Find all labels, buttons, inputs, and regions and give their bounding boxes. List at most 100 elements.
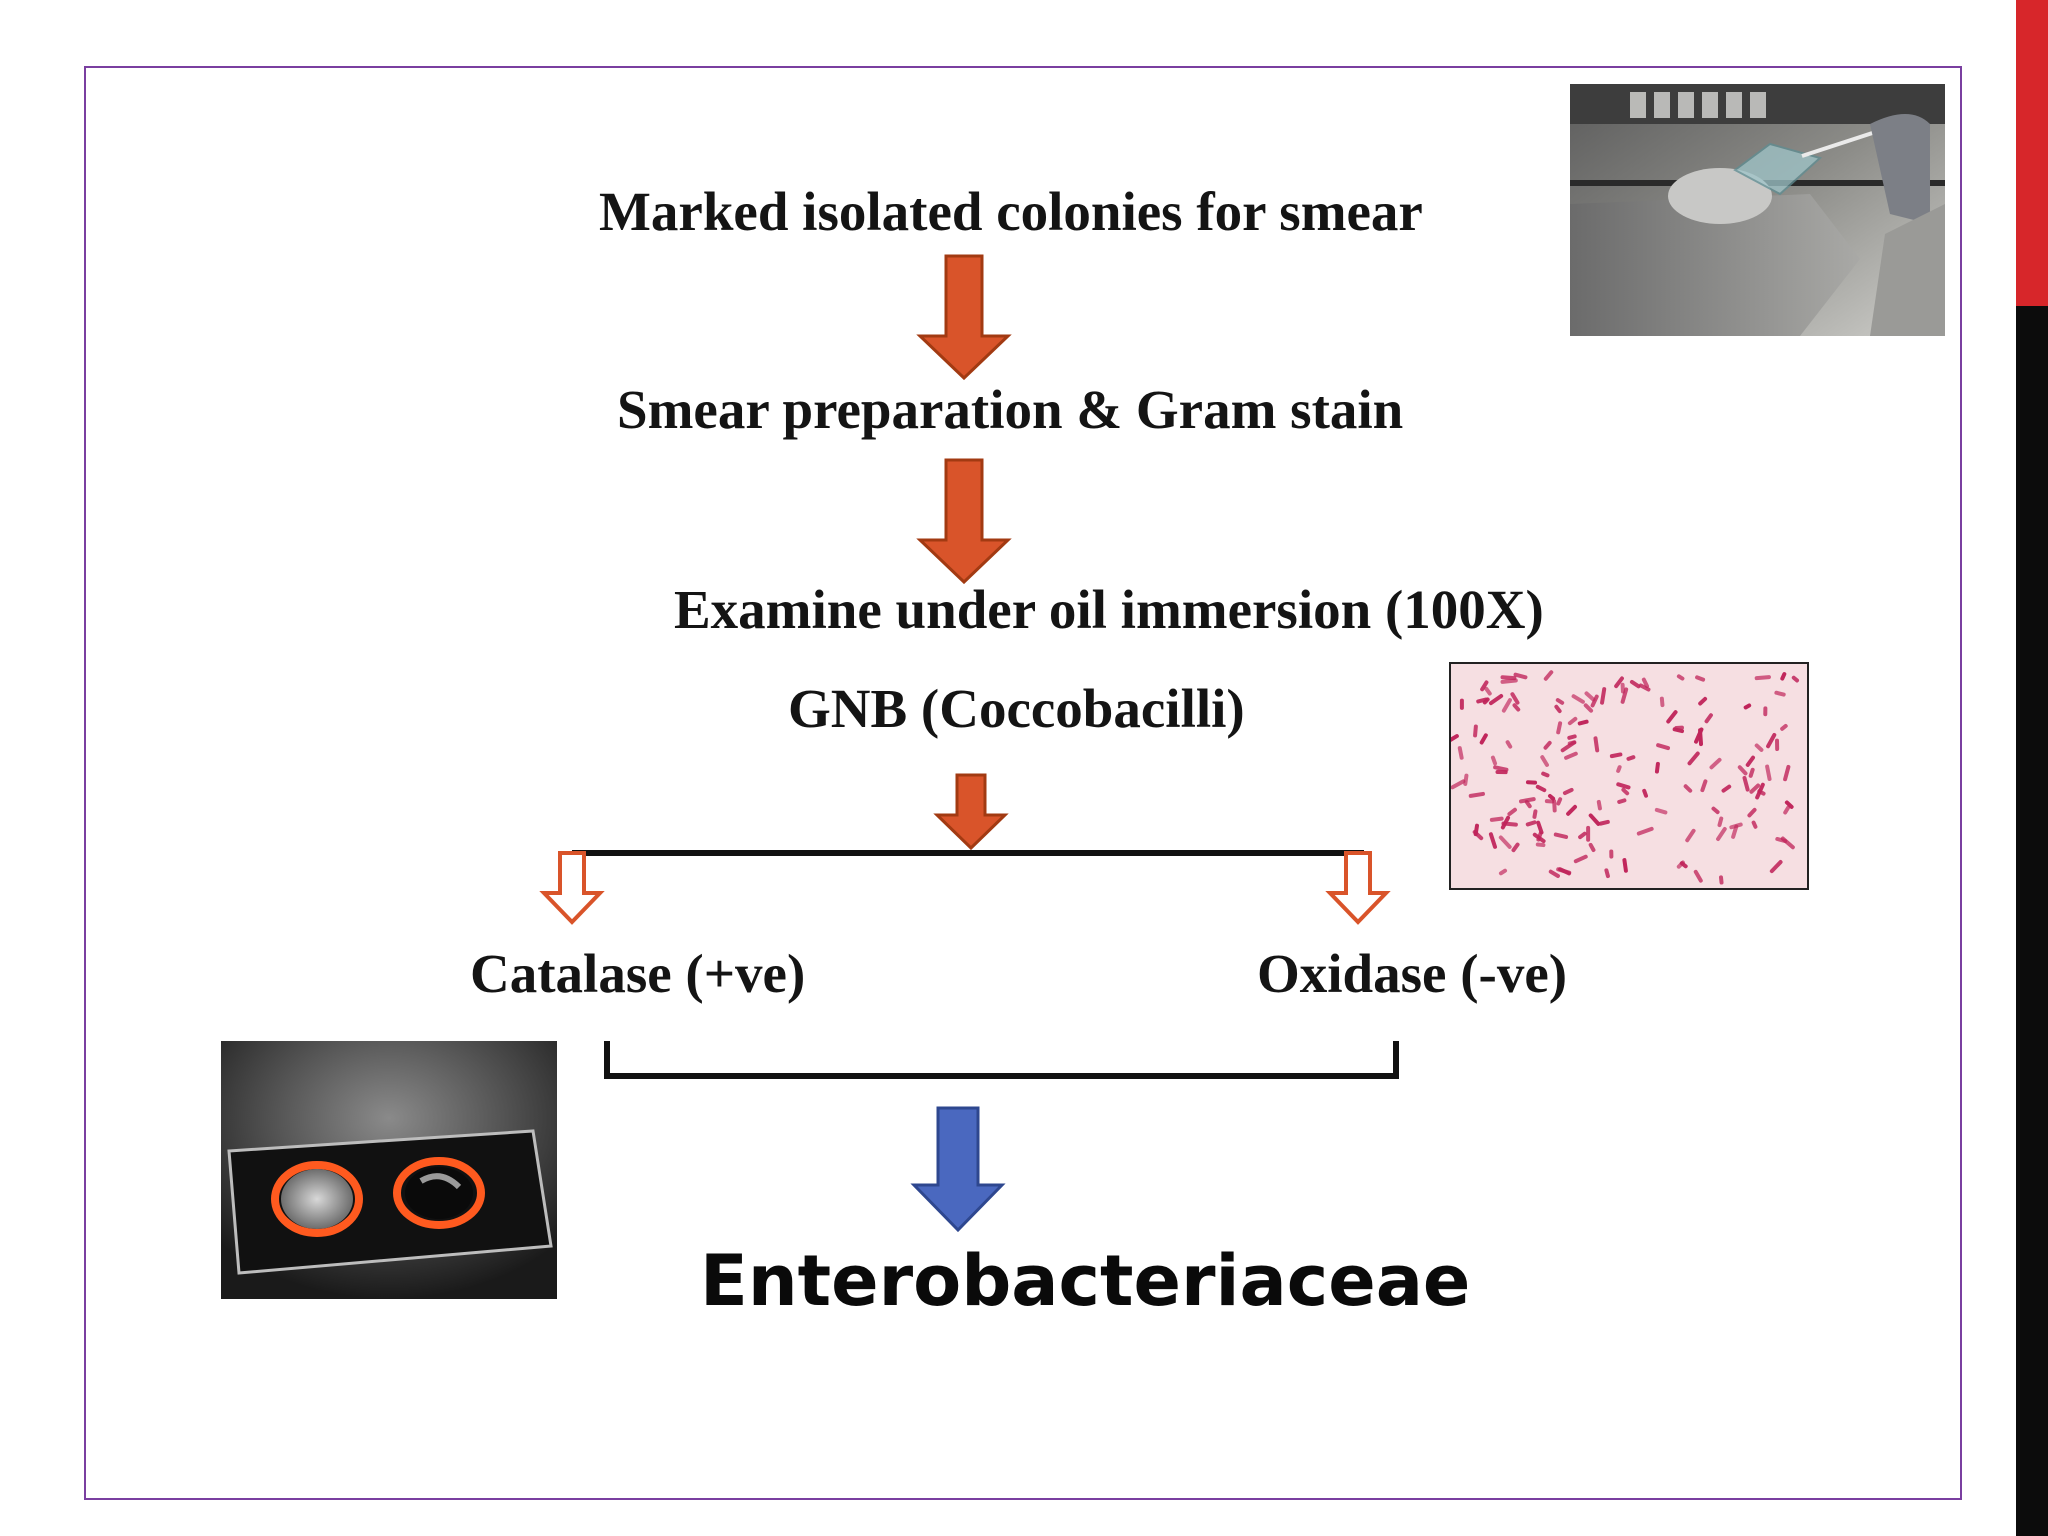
bacterium-rod (1555, 698, 1565, 705)
bacterium-rod (1783, 805, 1791, 815)
accent-bar-black (2016, 306, 2048, 1536)
bacterium-rod (1749, 783, 1761, 794)
bacterium-rod (1636, 826, 1654, 836)
bacterium-rod (1704, 713, 1713, 724)
bacterium-rod (1721, 784, 1732, 793)
bacterium-rod (1567, 716, 1578, 726)
bacterium-rod (1593, 736, 1600, 753)
bacterium-rod (1571, 694, 1585, 704)
bacterium-rod (1588, 842, 1596, 852)
bacterium-rod (1510, 692, 1520, 705)
bacterium-rod (1501, 821, 1518, 827)
bacterium-rod (1698, 696, 1708, 706)
bacterium-rod (1562, 787, 1574, 796)
bacterium-rod (1754, 675, 1771, 681)
hollow-arrow-icon-left (539, 851, 605, 925)
bacterium-rod (1695, 675, 1706, 682)
bacterium-rod (1604, 868, 1610, 879)
bacterium-rod (1498, 868, 1508, 876)
bacterium-rod (1556, 721, 1563, 735)
bacterium-rod (1765, 764, 1772, 781)
down-arrow-icon-1 (916, 254, 1012, 381)
bacterium-rod (1783, 764, 1791, 782)
step-marked-colonies: Marked isolated colonies for smear (599, 181, 1423, 242)
bacterium-rod (1784, 800, 1794, 809)
bacterium-rod (1553, 832, 1569, 839)
bacterium-rod (1588, 813, 1601, 826)
bacterium-rod (1751, 820, 1758, 829)
bacterium-rod (1586, 825, 1591, 842)
bacterium-rod (1479, 733, 1488, 745)
bacterium-rod (1451, 734, 1459, 742)
bacterium-rod (1596, 799, 1602, 811)
bacterium-rod (1745, 755, 1755, 767)
bacterium-rod (1541, 771, 1550, 778)
bacterium-rod (1620, 687, 1629, 704)
bacterium-rod (1578, 831, 1587, 840)
bacterium-rod (1656, 743, 1671, 751)
bacterium-rod (1577, 719, 1589, 726)
down-arrow-icon-2 (916, 458, 1012, 585)
smear-preparation-photo (1570, 84, 1945, 336)
bacterium-rod (1709, 757, 1722, 770)
gram-stain-micrograph (1449, 662, 1809, 890)
join-bracket (604, 1041, 1399, 1079)
bacterium-rod (1719, 875, 1724, 885)
bacterium-rod (1488, 693, 1504, 706)
bacterium-rod (1505, 740, 1513, 749)
accent-bar-red (2016, 0, 2048, 306)
bacterium-rod (1482, 697, 1490, 705)
bacterium-rod (1676, 860, 1685, 869)
bacterium-rod (1676, 674, 1685, 681)
bacterium-rod (1609, 752, 1623, 759)
bacterium-rod (1543, 740, 1552, 750)
bacterium-rod (1459, 698, 1464, 710)
bacterium-rod (1472, 830, 1484, 841)
bacterium-rod (1629, 679, 1641, 689)
bacterium-rod (1683, 784, 1693, 793)
bacterium-rod (1743, 703, 1752, 710)
bacterium-rod (1498, 835, 1512, 849)
bacterium-rod (1598, 819, 1610, 826)
bacterium-rod (1511, 842, 1520, 853)
bacterium-rod (1500, 675, 1517, 681)
bacterium-rod (1468, 791, 1485, 798)
bacterium-rod (1654, 807, 1668, 815)
bacterium-rod (1763, 706, 1768, 717)
bacterium-rod (1716, 827, 1727, 841)
bacterium-rod (1524, 799, 1532, 809)
bacterium-rod (1535, 842, 1546, 848)
bacterium-rod (1480, 680, 1489, 692)
bacterium-rod (1560, 740, 1577, 753)
bacterium-rod (1748, 767, 1755, 778)
bacterium-rod (1484, 686, 1492, 696)
bacterium-rod (1590, 694, 1599, 708)
bacterium-rod (1711, 806, 1720, 815)
bacterium-rod (1654, 761, 1660, 774)
bacterium-rod (1766, 733, 1777, 749)
bacterium-rod (1544, 799, 1555, 804)
bacterium-rod (1501, 698, 1512, 713)
oxidase-label: Oxidase (-ve) (1257, 943, 1568, 1004)
catalase-oxidase-slide-photo (221, 1041, 557, 1299)
bacterium-rod (1622, 858, 1628, 873)
bacterium-rod (1616, 765, 1622, 773)
bacterium-rod (1642, 788, 1649, 798)
bacterium-rod (1717, 816, 1724, 828)
bacterium-rod (1600, 687, 1607, 705)
bacterium-rod (1457, 746, 1464, 760)
result-label: Enterobacteriaceae (700, 1240, 1471, 1322)
bacterium-rod (1532, 809, 1538, 819)
bacterium-rod (1473, 724, 1478, 738)
hollow-arrow-icon-right (1325, 851, 1391, 925)
bacterium-rod (1757, 789, 1766, 796)
bacterium-rod (1488, 832, 1498, 849)
bacterium-rod (1609, 849, 1614, 859)
bacterium-rod (1451, 779, 1466, 790)
bacterium-rod (1737, 765, 1748, 776)
bacterium-rod (1548, 869, 1560, 878)
bacterium-rod (1584, 691, 1596, 702)
down-arrow-icon-3 (933, 773, 1009, 851)
bacterium-rod (1493, 765, 1509, 772)
